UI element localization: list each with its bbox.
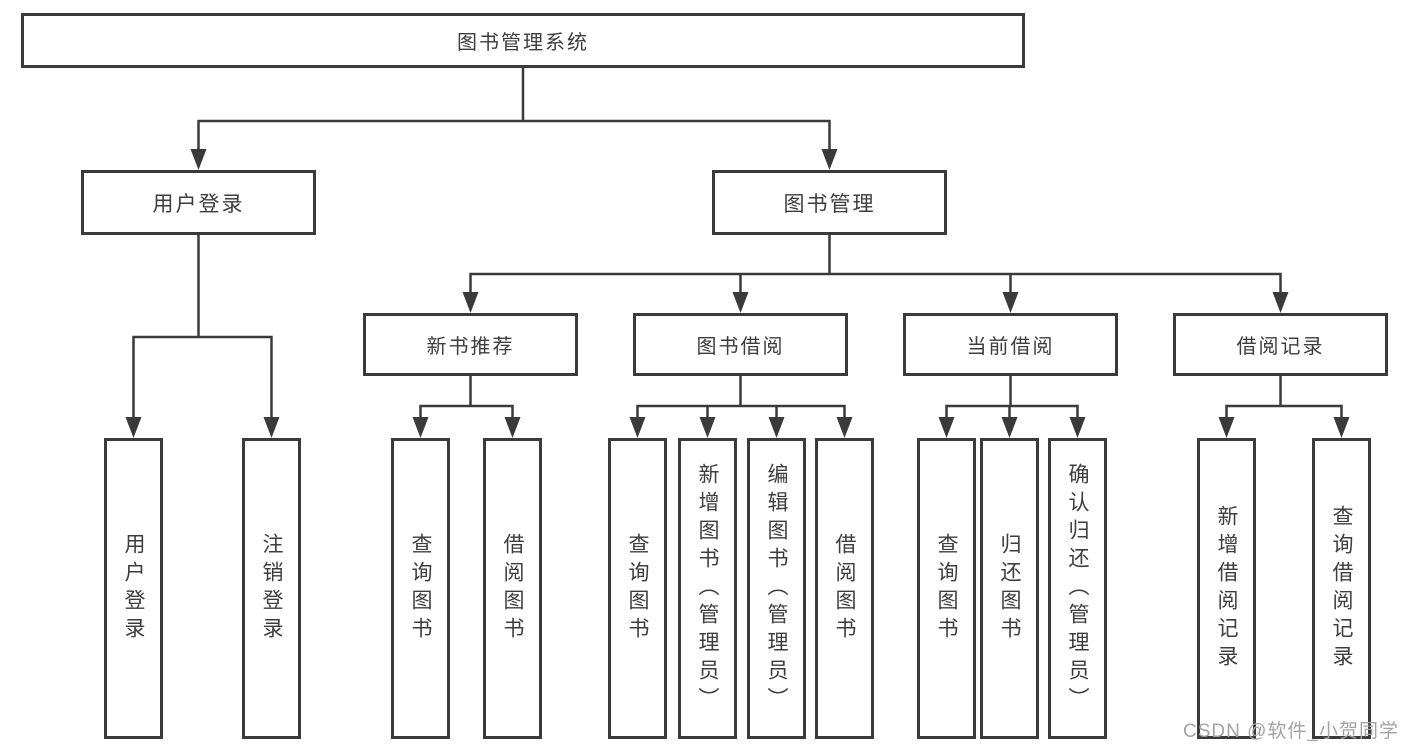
- node-borrowing-records: 借阅记录: [1173, 313, 1388, 376]
- leaf-query-books-current: 查询图书: [917, 438, 976, 739]
- leaf-borrow-books: 借阅图书: [815, 438, 874, 739]
- node-current-borrowing: 当前借阅: [903, 313, 1118, 376]
- leaf-edit-book-admin: 编辑图书（管理员）: [747, 438, 806, 739]
- node-new-book-recommendation: 新书推荐: [363, 313, 578, 376]
- node-user-login: 用户登录: [81, 170, 316, 235]
- leaf-query-borrow-record: 查询借阅记录: [1312, 438, 1371, 739]
- leaf-user-login: 用户登录: [104, 438, 163, 739]
- leaf-borrow-books-recommend: 借阅图书: [483, 438, 542, 739]
- csdn-watermark: CSDN @软件_小贺同学: [1183, 721, 1399, 742]
- node-library-management-system: 图书管理系统: [21, 13, 1025, 68]
- node-book-borrowing: 图书借阅: [633, 313, 848, 376]
- node-book-management: 图书管理: [712, 170, 947, 235]
- leaf-confirm-return-admin: 确认归还（管理员）: [1048, 438, 1107, 739]
- leaf-query-books-borrowing: 查询图书: [608, 438, 667, 739]
- leaf-return-books: 归还图书: [980, 438, 1039, 739]
- leaf-query-books-recommend: 查询图书: [391, 438, 450, 739]
- leaf-add-borrow-record: 新增借阅记录: [1197, 438, 1256, 739]
- leaf-logout: 注销登录: [242, 438, 301, 739]
- leaf-add-book-admin: 新增图书（管理员）: [678, 438, 737, 739]
